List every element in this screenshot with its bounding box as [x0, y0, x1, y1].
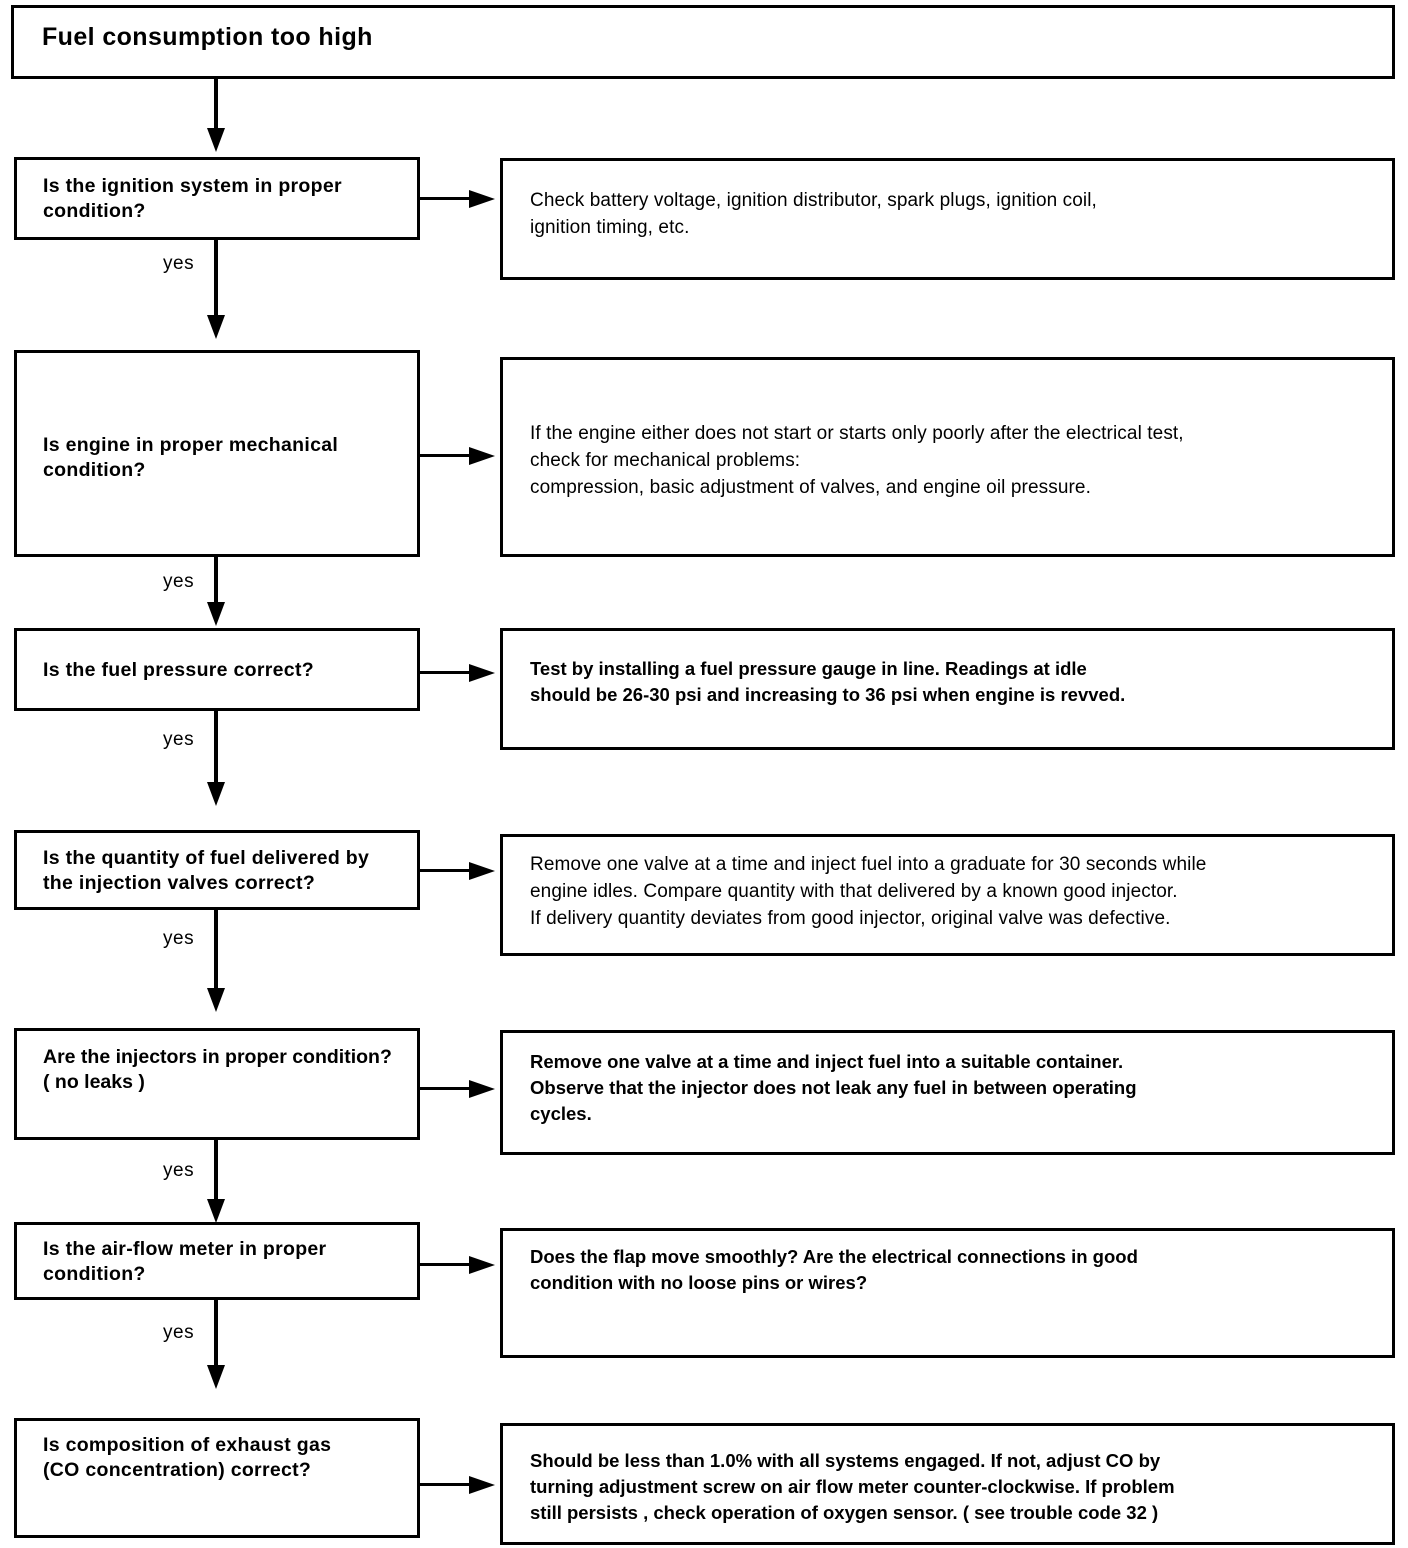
action-box-ignition-system: Check battery voltage, ignition distribu…: [500, 158, 1395, 280]
action-text: Remove one valve at a time and inject fu…: [530, 854, 1207, 929]
question-text: Are the injectors in proper condition? (…: [43, 1046, 392, 1093]
question-box-ignition-system[interactable]: Is the ignition system in proper conditi…: [14, 157, 420, 240]
connector-arrowhead-step2-to-step3: [207, 602, 225, 626]
action-text: Should be less than 1.0% with all system…: [530, 1450, 1175, 1523]
question-text: Is the ignition system in proper conditi…: [43, 175, 342, 222]
connector-arrowhead-step6-to-step7: [207, 1365, 225, 1389]
question-box-engine-mechanical[interactable]: Is engine in proper mechanical condition…: [14, 350, 420, 557]
action-box-fuel-pressure: Test by installing a fuel pressure gauge…: [500, 628, 1395, 750]
question-box-exhaust-gas-co[interactable]: Is composition of exhaust gas (CO concen…: [14, 1418, 420, 1538]
connector-line-step6-to-action6: [420, 1263, 473, 1266]
action-box-fuel-quantity: Remove one valve at a time and inject fu…: [500, 834, 1395, 956]
connector-arrowhead-title-to-step1: [207, 128, 225, 152]
connector-line-step5-to-step6: [214, 1140, 218, 1204]
connector-arrowhead-step4-to-step5: [207, 988, 225, 1012]
action-text: Test by installing a fuel pressure gauge…: [530, 658, 1126, 705]
action-box-air-flow-meter: Does the flap move smoothly? Are the ele…: [500, 1228, 1395, 1358]
connector-arrowhead-step4-to-action4: [469, 862, 495, 880]
question-box-injectors-leaks[interactable]: Are the injectors in proper condition? (…: [14, 1028, 420, 1140]
action-text: Remove one valve at a time and inject fu…: [530, 1051, 1137, 1124]
connector-arrowhead-step3-to-action3: [469, 664, 495, 682]
action-box-injectors-leaks: Remove one valve at a time and inject fu…: [500, 1030, 1395, 1155]
question-text: Is the fuel pressure correct?: [43, 659, 314, 681]
question-text: Is the quantity of fuel delivered by the…: [43, 847, 370, 894]
connector-line-step6-to-step7: [214, 1300, 218, 1370]
question-box-air-flow-meter[interactable]: Is the air-flow meter in proper conditio…: [14, 1222, 420, 1300]
branch-label-yes-4: yes: [163, 928, 195, 949]
page-title: Fuel consumption too high: [42, 23, 373, 51]
connector-arrowhead-step6-to-action6: [469, 1256, 495, 1274]
connector-line-step1-to-step2: [214, 240, 218, 320]
action-text: If the engine either does not start or s…: [530, 423, 1184, 498]
connector-arrowhead-step3-to-step4: [207, 782, 225, 806]
question-box-fuel-pressure[interactable]: Is the fuel pressure correct?: [14, 628, 420, 711]
connector-line-step7-to-action7: [420, 1483, 473, 1486]
branch-label-yes-6: yes: [163, 1322, 195, 1343]
connector-line-step4-to-step5: [214, 910, 218, 992]
branch-label-yes-1: yes: [163, 253, 195, 274]
question-text: Is the air-flow meter in proper conditio…: [43, 1238, 327, 1285]
connector-line-title-to-step1: [214, 79, 218, 133]
branch-label-yes-3: yes: [163, 729, 195, 750]
connector-arrowhead-step5-to-step6: [207, 1199, 225, 1223]
connector-line-step2-to-step3: [214, 557, 218, 607]
connector-arrowhead-step5-to-action5: [469, 1080, 495, 1098]
connector-arrowhead-step7-to-action7: [469, 1476, 495, 1494]
connector-arrowhead-step1-to-action1: [469, 190, 495, 208]
connector-arrowhead-step1-to-step2: [207, 315, 225, 339]
branch-label-yes-5: yes: [163, 1160, 195, 1181]
connector-arrowhead-step2-to-action2: [469, 447, 495, 465]
flowchart-title-box: Fuel consumption too high: [11, 5, 1395, 79]
connector-line-step3-to-action3: [420, 671, 473, 674]
connector-line-step1-to-action1: [420, 197, 473, 200]
branch-label-yes-2: yes: [163, 571, 195, 592]
connector-line-step5-to-action5: [420, 1087, 473, 1090]
question-box-fuel-quantity[interactable]: Is the quantity of fuel delivered by the…: [14, 830, 420, 910]
action-text: Check battery voltage, ignition distribu…: [530, 190, 1097, 238]
question-text: Is engine in proper mechanical condition…: [43, 434, 339, 481]
action-text: Does the flap move smoothly? Are the ele…: [530, 1246, 1138, 1293]
connector-line-step2-to-action2: [420, 454, 473, 457]
action-box-exhaust-gas-co: Should be less than 1.0% with all system…: [500, 1423, 1395, 1545]
connector-line-step3-to-step4: [214, 711, 218, 786]
action-box-engine-mechanical: If the engine either does not start or s…: [500, 357, 1395, 557]
connector-line-step4-to-action4: [420, 869, 473, 872]
question-text: Is composition of exhaust gas (CO concen…: [43, 1434, 332, 1481]
